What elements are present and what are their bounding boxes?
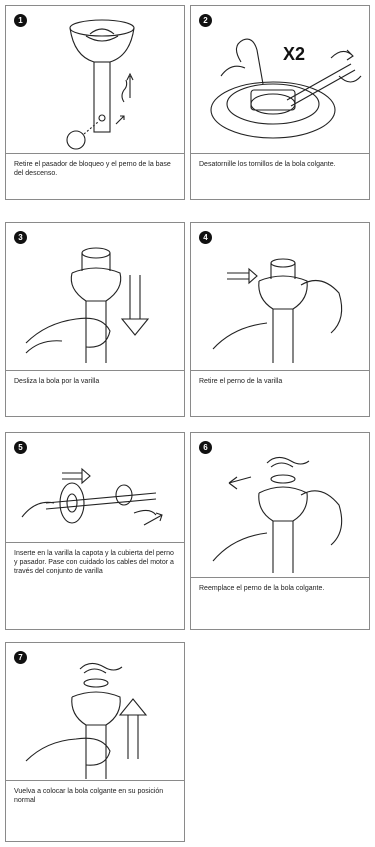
replace-bolt-illustration: [212, 456, 343, 573]
step-caption: Retire el pasador de bloqueo y el perno …: [14, 161, 171, 178]
step-number-badge: 4: [199, 231, 212, 244]
step-illustration-4: 4: [191, 223, 369, 371]
step-illustration-1: 1: [6, 6, 184, 154]
step-card-3: 3 Desliza la bola por la varilla: [5, 222, 185, 417]
step-illustration-5: 5: [6, 433, 184, 543]
repeat-count-label: X2: [283, 44, 306, 64]
step-number-badge: 6: [199, 441, 212, 454]
reposition-ball-illustration: [25, 662, 148, 779]
step-illustration-2: 2 X2: [191, 6, 369, 154]
step-card-1: 1 Retire el pasador de bloqueo y el pern…: [5, 5, 185, 200]
step-caption: Inserte en la varilla la capota y la cub…: [14, 550, 174, 576]
remove-bolt-illustration: [212, 258, 343, 363]
slide-ball-illustration: [25, 247, 150, 363]
step-illustration-3: 3: [6, 223, 184, 371]
step-card-5: 5 Inserte en la varilla la capota y la c…: [5, 432, 185, 630]
step-number-badge: 1: [14, 14, 27, 27]
step-card-7: 7 Vuelva a colocar la bola colgante en s…: [5, 642, 185, 842]
step-card-6: 6 Reemplace el perno de la bola colgante…: [190, 432, 370, 630]
step-illustration-6: 6: [191, 433, 369, 578]
step-number-badge: 5: [14, 441, 27, 454]
step-card-2: 2 X2 Desatornille los tornillos de la bo…: [190, 5, 370, 200]
step-caption: Desatornille los tornillos de la bola co…: [199, 161, 336, 168]
downrod-base-illustration: [66, 19, 135, 150]
step-caption: Reemplace el perno de la bola colgante.: [199, 585, 325, 592]
step-number-badge: 7: [14, 651, 27, 664]
step-number-badge: 3: [14, 231, 27, 244]
insert-canopy-illustration: [21, 467, 163, 526]
step-number-badge: 2: [199, 14, 212, 27]
step-illustration-7: 7: [6, 643, 184, 781]
hanger-ball-screws-illustration: [210, 38, 362, 139]
step-caption: Vuelva a colocar la bola colgante en su …: [14, 788, 164, 805]
step-card-4: 4 Retire el perno de la varilla: [190, 222, 370, 417]
step-caption: Retire el perno de la varilla: [199, 378, 283, 385]
step-caption: Desliza la bola por la varilla: [14, 378, 100, 385]
